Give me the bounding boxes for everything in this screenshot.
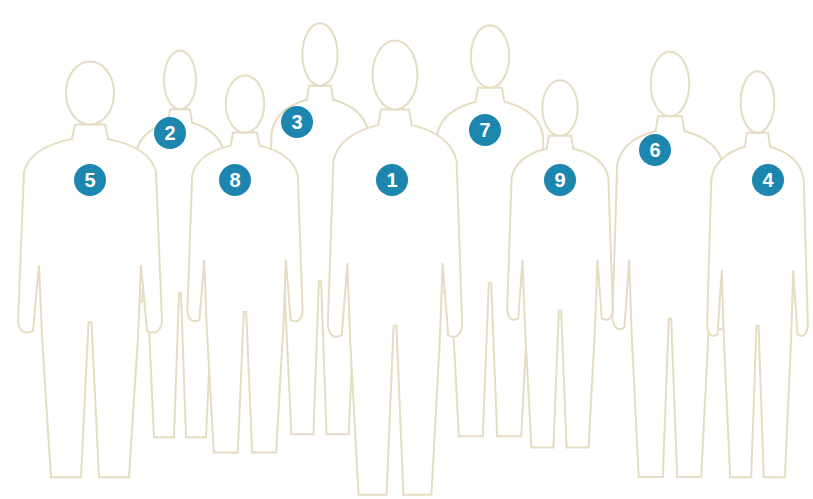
callout-number: 1 [376,164,408,196]
callout-number: 5 [74,164,106,196]
callout-number: 4 [752,164,784,196]
person-silhouette [707,71,808,477]
callout-number: 7 [469,114,501,146]
callout-number: 2 [154,117,186,149]
callout-number: 3 [281,106,313,138]
person-silhouette [18,61,162,477]
callout-number: 6 [639,134,671,166]
callout-number: 9 [544,164,576,196]
person-silhouette [328,41,462,495]
person-silhouette [507,80,613,447]
callout-number: 8 [219,164,251,196]
